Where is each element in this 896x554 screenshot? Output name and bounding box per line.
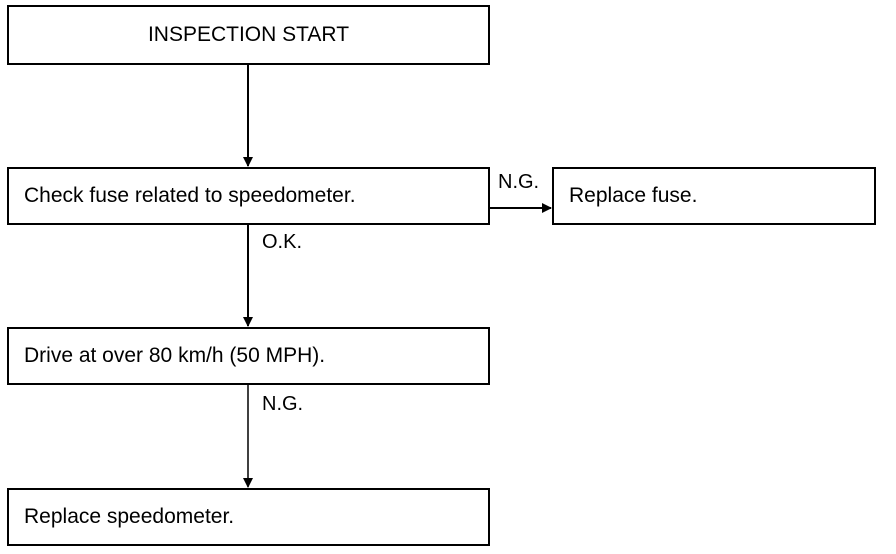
- drive-test-node-label: Drive at over 80 km/h (50 MPH).: [24, 344, 326, 367]
- replace-fuse-node: Replace fuse.: [552, 167, 876, 225]
- replace-speedometer-node-label: Replace speedometer.: [24, 505, 235, 528]
- start-node: INSPECTION START: [7, 5, 490, 65]
- replace-fuse-node-label: Replace fuse.: [569, 184, 698, 207]
- start-node-label: INSPECTION START: [147, 23, 350, 46]
- check-fuse-node: Check fuse related to speedometer.: [7, 167, 490, 225]
- replace-speedometer-node: Replace speedometer.: [7, 488, 490, 546]
- drive-ng-edge-label: N.G.: [262, 393, 304, 415]
- fuse-ng-edge-label: N.G.: [498, 171, 540, 193]
- check-fuse-node-label: Check fuse related to speedometer.: [24, 184, 356, 207]
- fuse-ok-edge-label: O.K.: [262, 231, 303, 253]
- drive-test-node: Drive at over 80 km/h (50 MPH).: [7, 327, 490, 385]
